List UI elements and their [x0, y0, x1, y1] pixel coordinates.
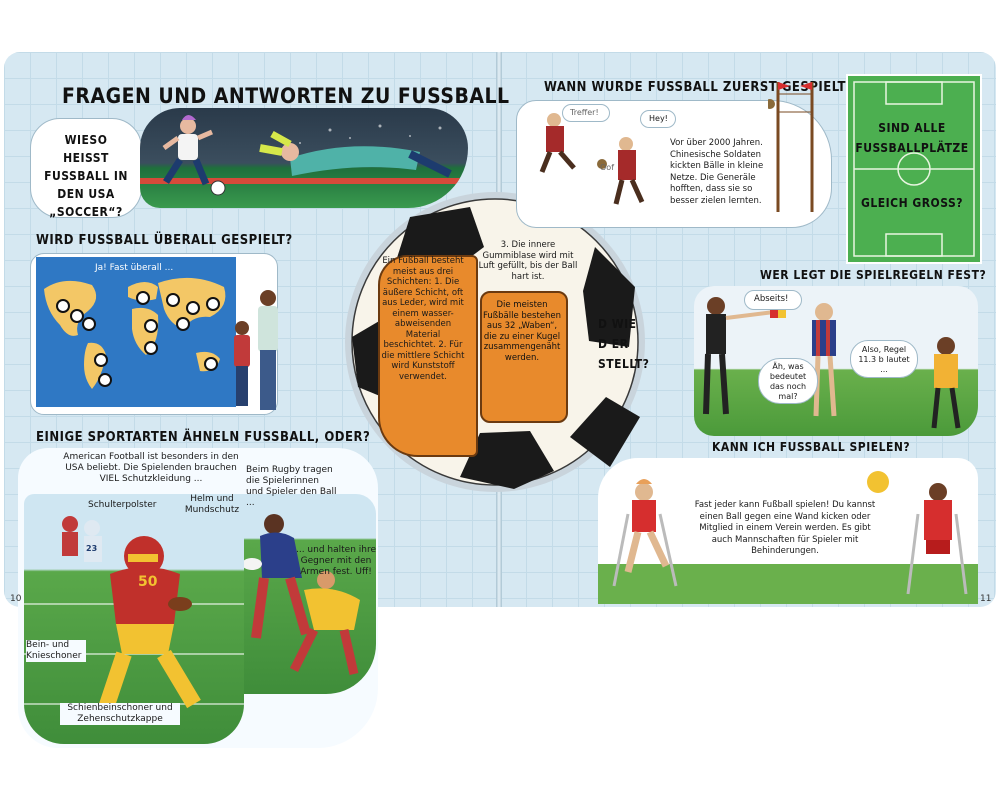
rugby-illustration: [244, 514, 360, 675]
ball-bladder-text: 3. Die innere Gummiblase wird mit Luft g…: [478, 240, 578, 282]
ancient-goal-illustration: [768, 82, 814, 212]
ball-panel-orange: [480, 291, 568, 423]
play-text: Fast jeder kann Fußball spielen! Du kann…: [694, 500, 876, 556]
soccer-question-bubble: [30, 118, 142, 218]
page-number-left: 10: [10, 594, 22, 604]
rules-scene: [694, 286, 978, 436]
speech-offside-bubble: [744, 290, 802, 310]
speech-offside: Abseits!: [754, 294, 789, 304]
label-shin-guards: Schienbeinschoner und Zehenschutzkappe: [60, 703, 180, 725]
speech-rule-bubble: [850, 340, 918, 378]
speech-hit: Treffer!: [570, 108, 599, 117]
american-football-text: American Football ist besonders in den U…: [63, 452, 239, 484]
soccer-ball-flap[interactable]: [340, 187, 650, 497]
speech-hey-bubble: [640, 110, 676, 128]
speech-what: Äh, was bedeutet das noch mal?: [769, 362, 807, 401]
label-helmet: Helm und Mundschutz: [184, 494, 240, 515]
players-with-crutches-illustration: [612, 471, 968, 595]
pitch-question-line2: GLEICH GROSS?: [861, 196, 963, 210]
world-map-illustration: [44, 277, 226, 389]
rules-heading: WER LEGT DIE SPIELREGELN FEST?: [760, 268, 987, 282]
world-map: [36, 257, 236, 407]
first-played-text: Vor über 2000 Jahren. Chinesische Soldat…: [670, 138, 764, 206]
pitch-illustration: [853, 81, 975, 257]
ancient-soldiers-illustration: [539, 113, 645, 205]
everywhere-heading: WIRD FUSSBALL ÜBERALL GESPIELT?: [36, 233, 293, 248]
speech-what-bubble: [758, 358, 818, 404]
speech-rule: Also, Regel 11.3 b lautet ...: [858, 345, 910, 374]
womens-soccer-scene: [140, 108, 468, 208]
ball-layer-orange-panel: [378, 255, 478, 457]
soccer-players-illustration: [140, 115, 468, 196]
rugby-scene: [244, 494, 376, 694]
speech-oof: Oof: [600, 163, 615, 172]
ball-layers-text: Ein Fußball besteht meist aus drei Schic…: [381, 256, 465, 382]
play-grass: [598, 564, 978, 604]
referees-illustration: [703, 297, 961, 429]
helmet-number: 50: [138, 574, 158, 590]
page-title: FRAGEN UND ANTWORTEN ZU FUSSBALL: [62, 84, 510, 108]
rugby-text-2: ... und halten ihre Gegner mit den Armen…: [295, 545, 377, 577]
ball-panels-text: Die meisten Fußbälle bestehen aus 32 „Wa…: [482, 300, 562, 363]
first-played-heading: WANN WURDE FUSSBALL ZUERST GESPIELT?: [544, 80, 854, 95]
ball-white-panel: [480, 237, 576, 291]
play-heading: KANN ICH FUSSBALL SPIELEN?: [712, 440, 911, 454]
hidden-question-fragment: D WIE D ER STELLT?: [598, 317, 650, 371]
map-answer-label: Ja! Fast überall ...: [92, 262, 177, 274]
soccer-question-text: WIESO HEISST FUSSBALL IN DEN USA „SOCCER…: [44, 133, 128, 219]
page-number-right: 11: [980, 594, 992, 604]
label-knee-pads: Bein- und Knieschoner: [26, 640, 86, 662]
pitch-card: [846, 74, 982, 264]
speech-hit-bubble: [562, 104, 610, 122]
pitch-question-line1: SIND ALLE FUSSBALLPLÄTZE: [855, 121, 969, 155]
similar-sports-heading: EINIGE SPORTARTEN ÄHNELN FUSSBALL, ODER?: [36, 430, 371, 445]
rugby-text: Beim Rugby tragen die Spielerinnen und S…: [246, 465, 337, 508]
jersey-number: 23: [86, 544, 98, 553]
family-at-map-illustration: [234, 290, 278, 410]
label-shoulder-pads: Schulterpolster: [88, 500, 157, 510]
speech-hey: Hey!: [649, 114, 668, 123]
